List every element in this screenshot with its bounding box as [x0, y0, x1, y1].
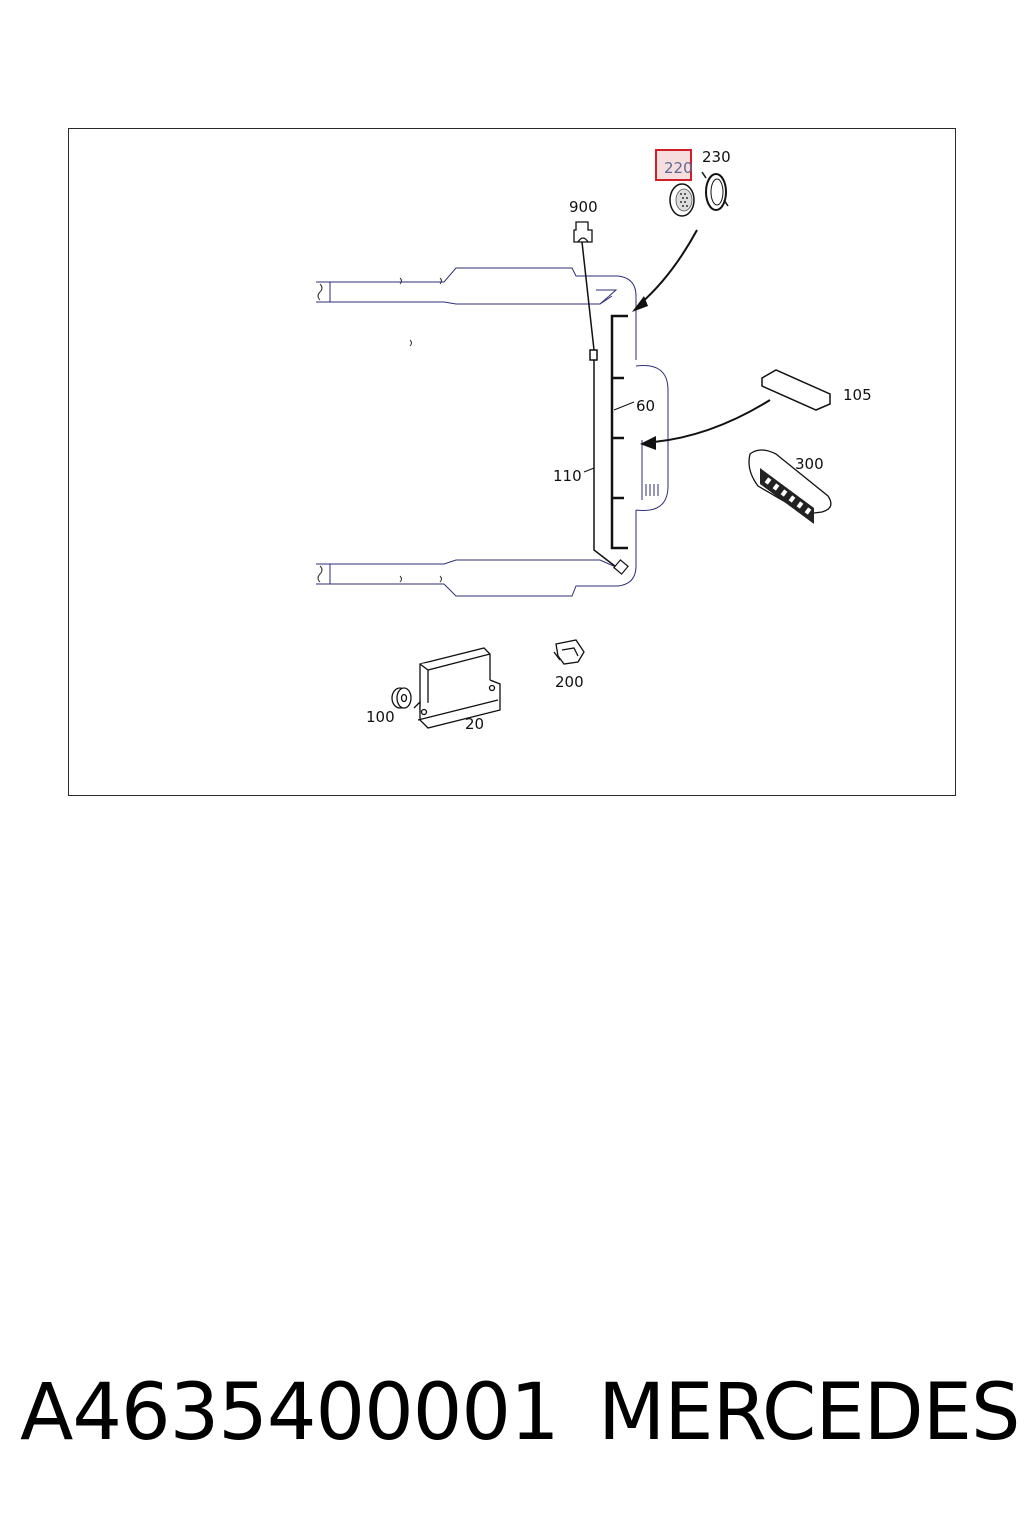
footer-caption: A4635400001 MERCEDES: [20, 1368, 1020, 1478]
brand-name: MERCEDES: [598, 1368, 1020, 1458]
callout-105: 105: [843, 386, 872, 404]
callout-230: 230: [702, 148, 731, 166]
callout-900: 900: [569, 198, 598, 216]
callout-220: 220: [664, 159, 693, 177]
arrow-105-to-bracket: [640, 399, 771, 450]
part-220-grille: [669, 183, 695, 217]
part-110-cable: [581, 241, 621, 571]
part-300-switch-panel: [748, 449, 832, 524]
callout-110: 110: [553, 467, 582, 485]
callout-100: 100: [366, 708, 395, 726]
part-105-pad: [761, 369, 831, 411]
part-20-control-unit: [413, 647, 501, 729]
callout-20: 20: [465, 715, 484, 733]
callout-220-highlight: [655, 149, 692, 181]
part-200-clip: [553, 639, 585, 665]
cable-end-connector: [613, 559, 629, 575]
vehicle-frame-outline: [316, 267, 669, 597]
diagram-frame: [68, 128, 956, 796]
part-230-ring: [701, 171, 729, 211]
part-100-grommet: [391, 687, 412, 709]
part-number: A4635400001: [20, 1368, 560, 1458]
part-900-connector: [573, 221, 593, 243]
part-60-bracket: [610, 314, 628, 550]
callout-200: 200: [555, 673, 584, 691]
callout-leader-60: [613, 401, 635, 411]
frame-break-marks: [317, 277, 442, 583]
arrow-220-to-bracket: [632, 229, 698, 312]
callout-300: 300: [795, 455, 824, 473]
callout-leader-110: [583, 467, 595, 473]
callout-60: 60: [636, 397, 655, 415]
